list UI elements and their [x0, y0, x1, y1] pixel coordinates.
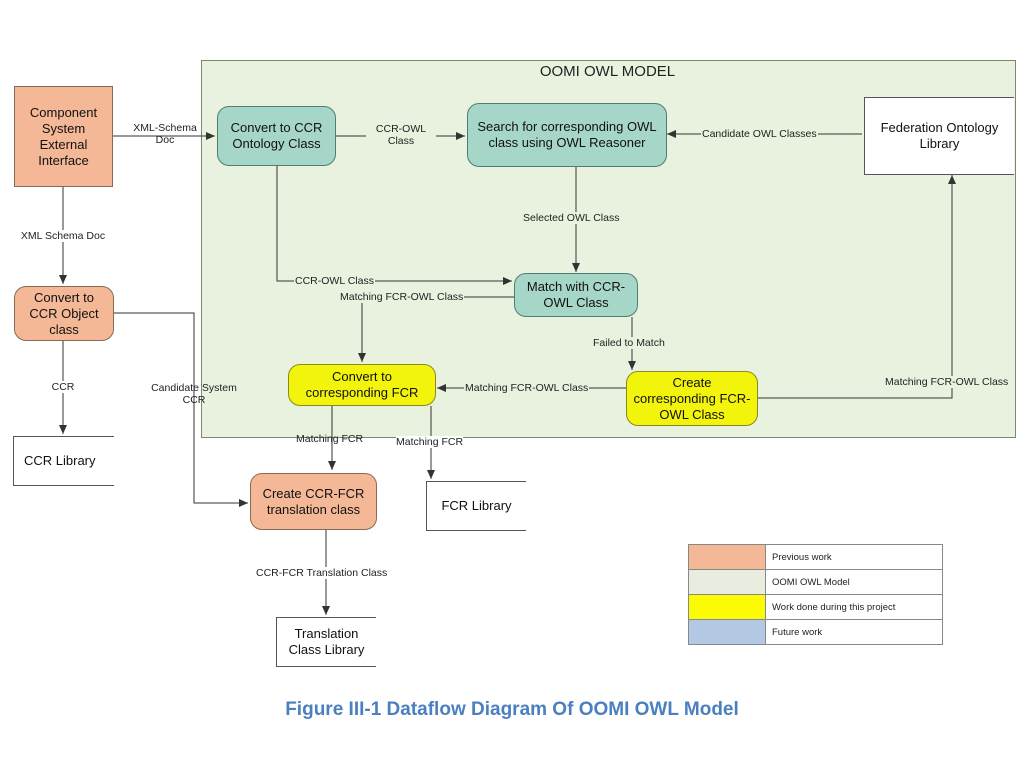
legend-row: OOMI OWL Model [688, 569, 943, 595]
component-system-node[interactable]: Component System External Interface [14, 86, 113, 187]
label-matching-fcr-owl-class-3: Matching FCR-OWL Class [884, 376, 1010, 388]
legend-swatch [688, 619, 766, 645]
edge-matching-fcr-owl-class-1 [358, 296, 514, 362]
federation-library-node[interactable]: Federation Ontology Library [864, 97, 1014, 175]
label-matching-fcr-2: Matching FCR [396, 436, 464, 448]
legend-swatch [688, 569, 766, 595]
create-fcr-owl-node[interactable]: Create corresponding FCR-OWL Class [626, 371, 758, 426]
legend-row: Future work [688, 619, 943, 645]
legend-label: Previous work [765, 544, 943, 570]
label-candidate-system-ccr: Candidate System CCR [151, 382, 237, 406]
label-ccr-fcr-translation-class: CCR-FCR Translation Class [256, 567, 388, 579]
label-ccr: CCR [44, 381, 82, 393]
legend-row: Previous work [688, 544, 943, 570]
match-ccr-owl-node[interactable]: Match with CCR-OWL Class [514, 273, 638, 317]
label-failed-to-match: Failed to Match [592, 337, 666, 349]
edge-candidate-system-ccr [114, 312, 248, 507]
figure-caption: Figure III-1 Dataflow Diagram Of OOMI OW… [285, 699, 739, 720]
legend-label: Future work [765, 619, 943, 645]
label-ccr-owl-class-top: CCR-OWL Class [366, 123, 436, 147]
create-translation-node[interactable]: Create CCR-FCR translation class [250, 473, 377, 530]
search-owl-node[interactable]: Search for corresponding OWL class using… [467, 103, 667, 167]
region-title: OOMI OWL MODEL [539, 63, 676, 80]
legend-swatch [688, 594, 766, 620]
label-xml-schema-doc-top: XML-Schema Doc [133, 122, 197, 146]
legend: Previous work OOMI OWL Model Work done d… [688, 544, 943, 645]
fcr-library-node[interactable]: FCR Library [426, 481, 526, 531]
label-xml-schema-doc: XML Schema Doc [8, 230, 118, 242]
label-candidate-owl-classes: Candidate OWL Classes [701, 128, 818, 140]
legend-swatch [688, 544, 766, 570]
legend-label: OOMI OWL Model [765, 569, 943, 595]
translation-library-node[interactable]: Translation Class Library [276, 617, 376, 667]
edge-matching-fcr-owl-class-3 [758, 175, 956, 399]
label-matching-fcr-owl-class-2: Matching FCR-OWL Class [464, 382, 590, 394]
label-selected-owl-class: Selected OWL Class [522, 212, 621, 224]
convert-fcr-node[interactable]: Convert to corresponding FCR [288, 364, 436, 406]
legend-row: Work done during this project [688, 594, 943, 620]
ccr-library-node[interactable]: CCR Library [13, 436, 114, 486]
label-matching-fcr-1: Matching FCR [296, 433, 364, 445]
convert-ccr-object-node[interactable]: Convert to CCR Object class [14, 286, 114, 341]
label-matching-fcr-owl-class-1: Matching FCR-OWL Class [339, 291, 465, 303]
label-ccr-owl-class: CCR-OWL Class [294, 275, 375, 287]
legend-label: Work done during this project [765, 594, 943, 620]
edge-ccr-owl-class [276, 166, 512, 285]
convert-ccr-ontology-node[interactable]: Convert to CCR Ontology Class [217, 106, 336, 166]
